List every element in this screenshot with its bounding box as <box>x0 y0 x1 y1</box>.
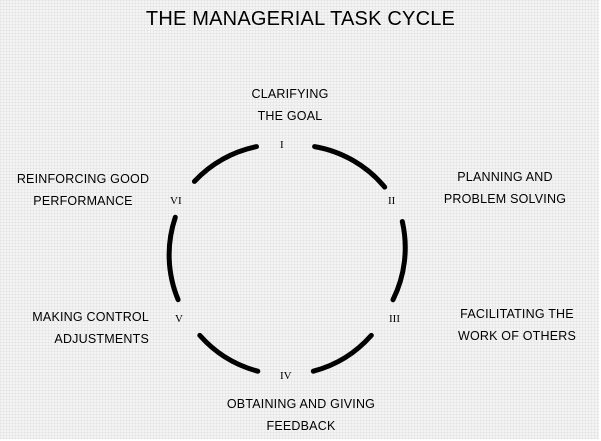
step-label-5-line-1: MAKING CONTROL <box>32 310 149 324</box>
step-label-2-line-2: PROBLEM SOLVING <box>443 192 567 206</box>
step-label-6: REINFORCING GOOD PERFORMANCE <box>6 168 160 212</box>
diagram-title: THE MANAGERIAL TASK CYCLE <box>145 8 456 30</box>
cycle-arc-1-2 <box>312 144 388 190</box>
cycle-arc-3-4 <box>310 332 374 374</box>
step-label-1-line-2: THE GOAL <box>257 109 323 123</box>
cycle-arc-2-3 <box>390 219 408 303</box>
step-label-4-line-1: OBTAINING AND GIVING <box>226 397 376 411</box>
step-numeral-4: IV <box>280 370 292 382</box>
step-label-1: CLARIFYING THE GOAL <box>227 83 353 127</box>
step-label-2-line-1: PLANNING AND <box>457 170 553 184</box>
step-label-3-line-1: FACILITATING THE <box>460 307 574 321</box>
step-numeral-3: III <box>389 313 400 325</box>
step-label-5-line-2: ADJUSTMENTS <box>54 332 149 346</box>
step-label-3-line-2: WORK OF OTHERS <box>457 329 577 343</box>
cycle-arc-4-5 <box>197 332 261 374</box>
step-label-4: OBTAINING AND GIVING FEEDBACK <box>206 393 396 437</box>
step-label-6-line-1: REINFORCING GOOD <box>16 172 150 186</box>
step-label-3: FACILITATING THE WORK OF OTHERS <box>446 303 588 347</box>
step-label-2: PLANNING AND PROBLEM SOLVING <box>430 166 580 210</box>
cycle-arc-5-6 <box>166 214 181 303</box>
step-label-4-line-2: FEEDBACK <box>266 419 336 433</box>
step-numeral-6: VI <box>170 195 182 207</box>
step-label-1-line-1: CLARIFYING <box>251 87 329 101</box>
step-numeral-2: II <box>388 195 396 207</box>
step-numeral-1: I <box>280 139 284 151</box>
step-label-6-line-2: PERFORMANCE <box>33 194 133 208</box>
cycle-arc-6-1 <box>191 144 259 184</box>
step-numeral-5: V <box>175 313 183 325</box>
step-label-5: MAKING CONTROL ADJUSTMENTS <box>8 306 149 350</box>
